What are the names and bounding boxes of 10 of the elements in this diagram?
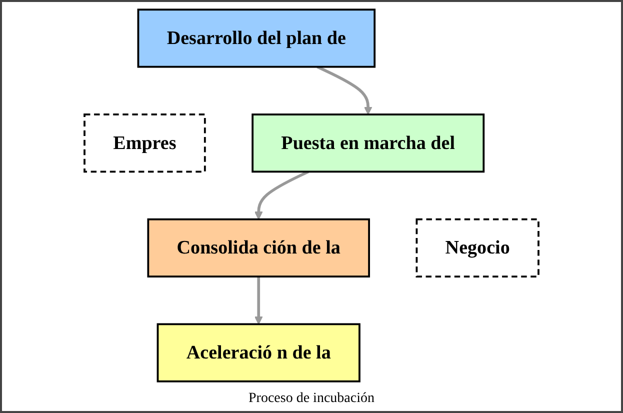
node-box: Puesta en marcha del [252,114,485,173]
node-box: Consolida ción de la [147,218,370,278]
caption: Proceso de incubación [248,390,374,408]
node-box: Empres [84,114,206,173]
arrow [254,276,263,325]
arrow [254,170,309,220]
node-box: Aceleració n de la [156,323,360,382]
arrow [316,66,372,115]
node-box: Desarrollo del plan de [137,8,376,68]
node-box: Negocio [416,218,540,278]
